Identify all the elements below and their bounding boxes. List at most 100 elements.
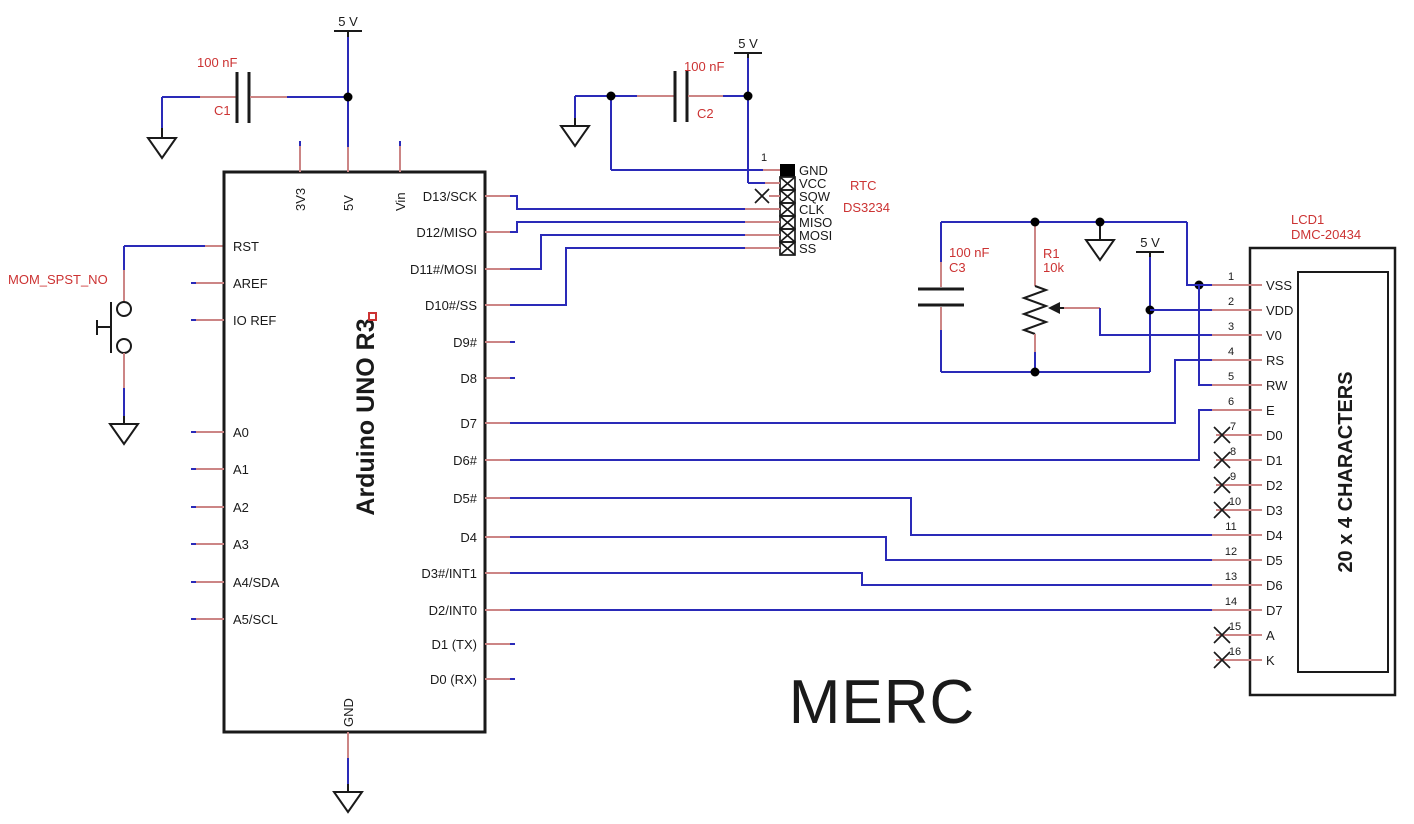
arduino-pin-label: D13/SCK: [423, 189, 478, 204]
rtc-pin-label: MOSI: [799, 228, 832, 243]
lcd-pin-label: K: [1266, 653, 1275, 668]
lcd-pin-number: 1: [1228, 271, 1234, 283]
rtc-pin-label: CLK: [799, 202, 825, 217]
lcd-pin-number: 10: [1229, 496, 1241, 508]
c3-ref: C3: [949, 260, 966, 275]
lcd-pin-number: 7: [1230, 421, 1236, 433]
lcd-module: 20 x 4 CHARACTERS LCD1 DMC-20434 1 2 3 4…: [1212, 212, 1397, 697]
wire-d5: [510, 536, 1212, 561]
supply-label: 5 V: [738, 36, 758, 51]
rtc-pin1-pad: [780, 164, 795, 177]
lcd-pin-label: D4: [1266, 528, 1283, 543]
junction-dot: [743, 91, 753, 101]
arduino-pin-label: A3: [233, 537, 249, 552]
lcd-pin-label: D1: [1266, 453, 1283, 468]
rtc-pin-label: SS: [799, 241, 817, 256]
arduino-pin-label: A4/SDA: [233, 575, 280, 590]
arduino-pin-label: D7: [460, 416, 477, 431]
rtc-header: 1 GND VCC SQW CLK MISO MOSI SS RTC DS323…: [745, 152, 890, 256]
wire-ss: [510, 247, 745, 306]
capacitor-plates: [235, 72, 251, 123]
lcd-pin-label: RS: [1266, 353, 1284, 368]
lcd-pin-label: D0: [1266, 428, 1283, 443]
ground-icon: [1084, 222, 1116, 262]
lcd-pin-label: VSS: [1266, 278, 1292, 293]
lcd-pin-number: 8: [1230, 446, 1236, 458]
power-5v-icon: 5 V: [1136, 235, 1164, 257]
rtc-pin-pads: [779, 176, 796, 256]
arduino-title: Arduino UNO R3: [352, 318, 380, 515]
lcd-pin-label: D3: [1266, 503, 1283, 518]
arduino-pin-label: D10#/SS: [425, 298, 477, 313]
lcd-pin-number: 14: [1225, 596, 1237, 608]
wire-d4: [510, 497, 1212, 536]
lcd-pin-label: VDD: [1266, 303, 1293, 318]
c2-value: 100 nF: [684, 59, 725, 74]
lcd-pin-label: V0: [1266, 328, 1282, 343]
arduino-pin-label: Vin: [393, 192, 408, 211]
c1-capacitor-net: 5 V 100 nF C1: [146, 14, 362, 160]
capacitor-plates: [918, 287, 964, 307]
no-connect-icon: [754, 188, 770, 204]
arduino-pin-label: D6#: [453, 453, 478, 468]
wire-tip: [510, 341, 515, 680]
arduino-pin-label: D4: [460, 530, 477, 545]
wire-rw: [1198, 285, 1212, 386]
junction-dot: [606, 91, 616, 101]
pin-stub: [745, 169, 780, 249]
lcd-display-text: 20 x 4 CHARACTERS: [1335, 371, 1357, 572]
supply-label: 5 V: [1140, 235, 1160, 250]
lcd-pin-label: RW: [1266, 378, 1288, 393]
power-5v-icon: 5 V: [734, 36, 762, 58]
wire-e: [510, 409, 1212, 461]
c1-value: 100 nF: [197, 55, 238, 70]
lcd-pin-number: 9: [1230, 471, 1236, 483]
junction-dot: [1030, 367, 1040, 377]
wire: [123, 245, 205, 270]
arduino-pin-label: D0 (RX): [430, 672, 477, 687]
potentiometer-r1: R1 10k: [1021, 222, 1100, 372]
lcd-part: DMC-20434: [1291, 227, 1361, 242]
supply-label: 5 V: [338, 14, 358, 29]
arduino-pin-label: AREF: [233, 276, 268, 291]
rtc-pin-label: VCC: [799, 176, 826, 191]
lcd-pin-number: 15: [1229, 621, 1241, 633]
wire-v0: [1099, 308, 1212, 336]
lcd-pin-number: 3: [1228, 321, 1234, 333]
arduino-pin-label: RST: [233, 239, 259, 254]
lcd-pin-number: 4: [1228, 346, 1234, 358]
lcd-pin-label: A: [1266, 628, 1275, 643]
c2-ref: C2: [697, 106, 714, 121]
junction-dot: [1095, 217, 1105, 227]
lcd-pin-label: D5: [1266, 553, 1283, 568]
arduino-pin-label: IO REF: [233, 313, 276, 328]
r1-value: 10k: [1043, 260, 1064, 275]
arduino-box: [222, 170, 487, 734]
c1-ref: C1: [214, 103, 231, 118]
arduino-pin-label: D3#/INT1: [421, 566, 477, 581]
rtc-pin-label: SQW: [799, 189, 831, 204]
ground-icon: [146, 128, 178, 160]
pin-stub: [485, 195, 510, 680]
switch-contacts-icon: [96, 301, 132, 354]
wire: [747, 58, 765, 184]
pin-stub: [1216, 434, 1262, 661]
arduino-pin-label: A0: [233, 425, 249, 440]
rtc-pin-label: GND: [799, 163, 828, 178]
contrast-network: 100 nF C3 R1 10k 5 V: [918, 217, 1212, 386]
wire: [610, 96, 763, 171]
rtc-part: DS3234: [843, 200, 890, 215]
wire-rs: [510, 359, 1212, 424]
pin-stub: [196, 282, 224, 620]
lcd-ref: LCD1: [1291, 212, 1324, 227]
ground-icon: [332, 784, 364, 814]
junction-dot: [343, 92, 353, 102]
lcd-pin-number: 5: [1228, 371, 1234, 383]
arduino-pin-label: D2/INT0: [429, 603, 477, 618]
lcd-pin-label: D7: [1266, 603, 1283, 618]
rtc-pin1-number: 1: [761, 152, 767, 164]
lcd-display-area: [1297, 271, 1389, 673]
capacitor-plates: [673, 71, 689, 122]
ground-icon: [559, 118, 591, 148]
